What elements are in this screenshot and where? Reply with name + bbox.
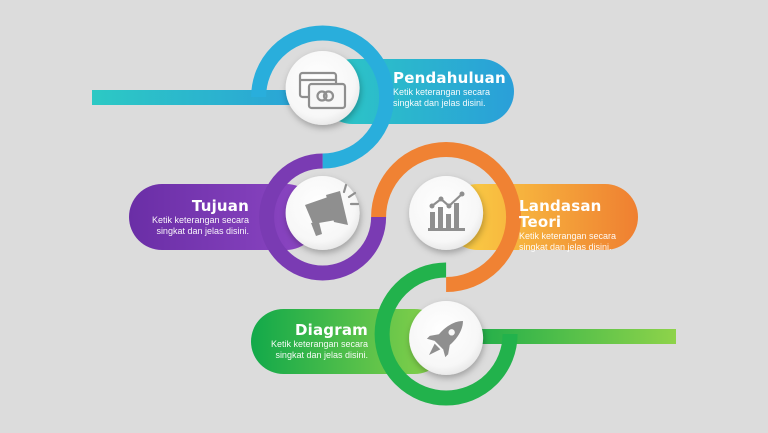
disc-landasan-teori (409, 176, 484, 250)
step-description-line: Ketik keterangan secara (519, 231, 617, 241)
step-title-line: Teori (519, 213, 562, 231)
growth-chart-icon (428, 191, 465, 231)
step-tujuan: Tujuan Ketik keterangan secara singkat d… (132, 198, 249, 237)
step-pendahuluan: Pendahuluan Ketik keterangan secara sing… (393, 70, 511, 109)
orange-ring-arc (371, 141, 522, 292)
step-description-line: Ketik keterangan secara (151, 215, 249, 225)
step-diagram: Diagram Ketik keterangan secara singkat … (250, 322, 368, 361)
step-title: Tujuan (191, 197, 249, 215)
step-description-line: Ketik keterangan secara (270, 339, 368, 349)
step-description-line: Ketik keterangan secara (393, 87, 491, 97)
rocket-icon (426, 321, 463, 358)
megaphone-icon (305, 183, 360, 236)
step-title: Pendahuluan (393, 69, 506, 87)
step-landasan-teori: Landasan Teori Ketik keterangan secara s… (519, 198, 637, 253)
credit-cards-icon (298, 71, 347, 110)
purple-ring-arc (259, 153, 387, 281)
step-description: Ketik keterangan secara singkat dan jela… (519, 231, 637, 253)
step-description: Ketik keterangan secara singkat dan jela… (250, 339, 368, 361)
step-description: Ketik keterangan secara singkat dan jela… (393, 87, 511, 109)
step-description: Ketik keterangan secara singkat dan jela… (132, 215, 249, 237)
landasan-teori-pill (445, 184, 638, 250)
blue-ring-arc (251, 25, 395, 169)
step-title: Diagram (294, 321, 368, 339)
step-description-line: singkat dan jelas disini. (393, 98, 486, 108)
step-title-line: Landasan (519, 197, 602, 215)
diagram-pill (251, 309, 447, 374)
pendahuluan-pill (320, 59, 514, 124)
step-description-line: singkat dan jelas disini. (156, 226, 249, 236)
step-description-line: singkat dan jelas disini. (519, 242, 612, 252)
green-ring-arc (374, 262, 518, 406)
step-description-line: singkat dan jelas disini. (275, 350, 368, 360)
